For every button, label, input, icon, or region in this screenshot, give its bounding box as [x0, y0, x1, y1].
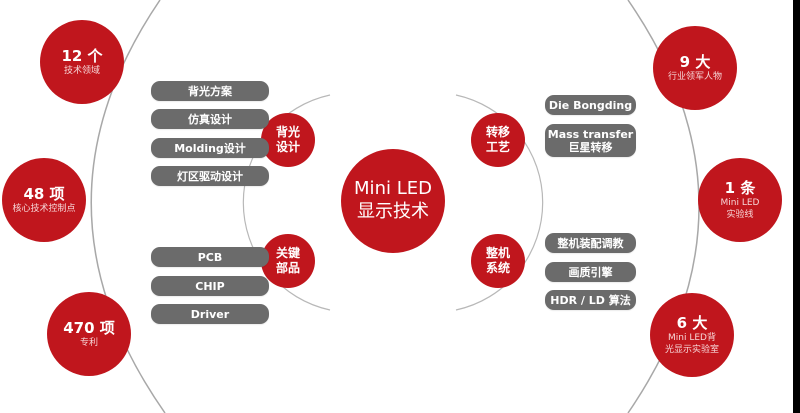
stat-patents: 470 项 专利	[47, 292, 131, 376]
stat-value: 470 项	[63, 319, 115, 337]
stat-label: 专利	[79, 338, 98, 348]
node-label: 关键部品	[275, 246, 300, 275]
pill-backlight-scheme: 背光方案	[151, 81, 269, 101]
stat-value: 9 大	[679, 53, 711, 71]
stat-value: 1 条	[724, 179, 756, 197]
stat-value: 48 项	[23, 185, 65, 203]
stat-labs: 6 大 Mini LED背 光显示实验室	[650, 293, 734, 377]
pill-label: Die Bongding	[548, 98, 633, 112]
stat-industry-leaders: 9 大 行业领军人物	[653, 26, 737, 110]
pill-label: Driver	[190, 307, 230, 321]
stat-value: 12 个	[61, 47, 103, 65]
inner-right-arc	[455, 94, 544, 311]
outer-left-arc	[90, 0, 166, 413]
pill-assembly-tuning: 整机装配调教	[545, 233, 636, 253]
pill-label: 仿真设计	[188, 112, 232, 126]
pill-die-bonding: Die Bongding	[545, 95, 636, 115]
node-label: 转移工艺	[485, 125, 510, 154]
pill-zone-driver-design: 灯区驱动设计	[151, 166, 269, 186]
stat-label: 行业领军人物	[667, 72, 722, 82]
pill-simulation-design: 仿真设计	[151, 109, 269, 129]
stat-label-line2: 光显示实验室	[664, 345, 719, 355]
center-title-line2: 显示技术	[357, 201, 429, 222]
pill-label: 画质引擎	[568, 265, 613, 279]
stat-label-line2: 实验线	[726, 210, 754, 220]
pill-chip: CHIP	[151, 276, 269, 296]
pill-driver: Driver	[151, 304, 269, 324]
pill-label: HDR / LD 算法	[550, 293, 631, 307]
pill-label-line1: Mass transfer	[547, 127, 634, 141]
pill-label: 灯区驱动设计	[177, 169, 243, 183]
node-key-components: 关键部品	[261, 234, 315, 288]
pill-molding-design: Molding设计	[151, 138, 269, 158]
pill-label: Molding设计	[174, 141, 246, 155]
pill-mass-transfer: Mass transfer 巨星转移	[545, 124, 636, 157]
pill-label: 背光方案	[188, 84, 232, 98]
stat-label: 技术领域	[63, 66, 100, 76]
pill-hdr-ld-algorithm: HDR / LD 算法	[545, 290, 636, 310]
node-label: 背光设计	[275, 125, 300, 154]
stat-experiment-line: 1 条 Mini LED 实验线	[698, 158, 782, 242]
pill-pcb: PCB	[151, 247, 269, 267]
center-title-line1: Mini LED	[354, 178, 432, 199]
stat-tech-fields: 12 个 技术领域	[40, 20, 124, 104]
pill-label: 整机装配调教	[557, 236, 624, 250]
stat-label-line1: Mini LED	[720, 198, 760, 208]
pill-picture-engine: 画质引擎	[545, 262, 636, 282]
stat-label-line1: Mini LED背	[668, 333, 716, 343]
node-system: 整机系统	[471, 234, 525, 288]
stat-core-control-points: 48 项 核心技术控制点	[2, 158, 86, 242]
stat-value: 6 大	[676, 314, 708, 332]
center-mini-led-circle: Mini LED 显示技术	[341, 149, 445, 253]
pill-label-line2: 巨星转移	[568, 140, 613, 154]
node-label: 整机系统	[485, 246, 510, 275]
node-transfer-process: 转移工艺	[471, 113, 525, 167]
pill-label: PCB	[197, 250, 223, 264]
inner-left-arc	[242, 94, 331, 311]
pill-label: CHIP	[195, 279, 225, 293]
stat-label: 核心技术控制点	[12, 204, 76, 214]
right-edge-strip	[793, 0, 800, 413]
node-backlight-design: 背光设计	[261, 113, 315, 167]
